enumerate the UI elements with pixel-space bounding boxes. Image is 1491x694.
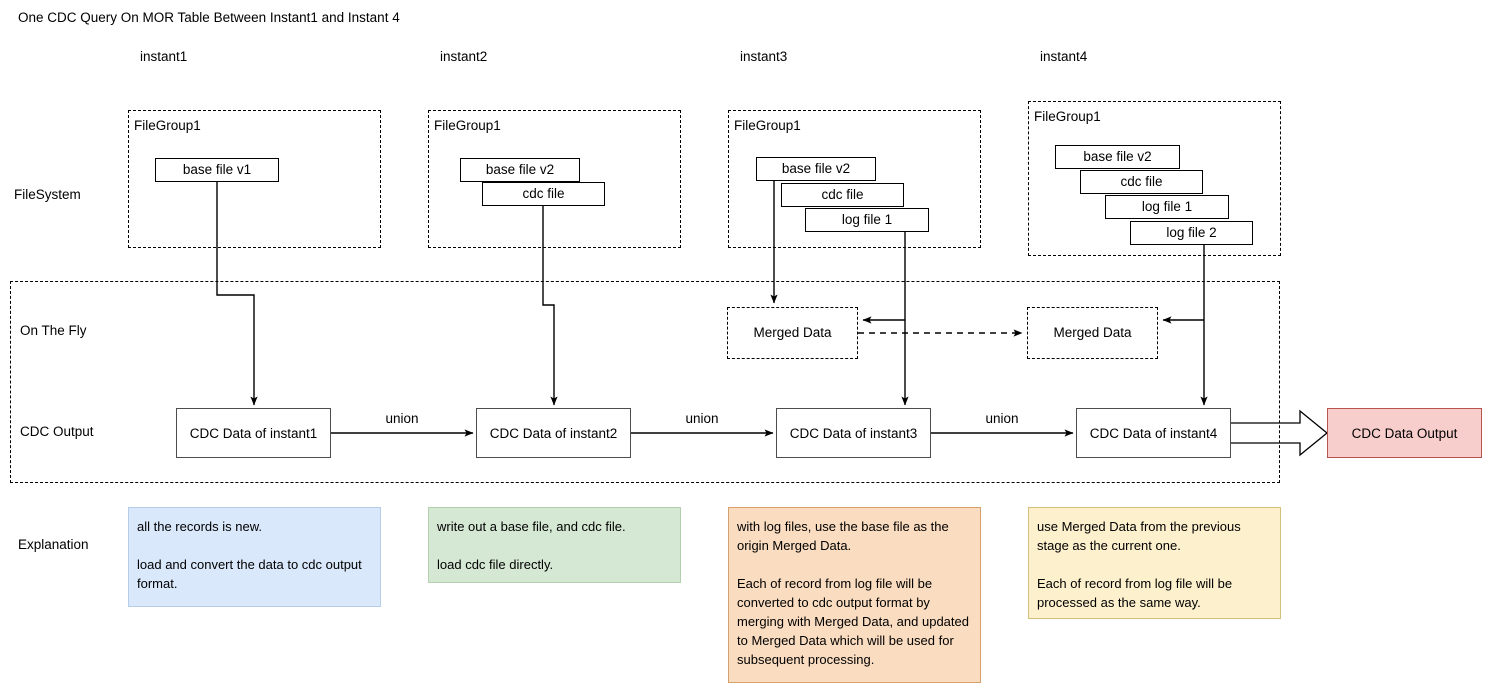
cdc-data-instant4: CDC Data of instant4 bbox=[1076, 408, 1231, 458]
filegroup-title: FileGroup1 bbox=[1034, 109, 1101, 124]
column-header-instant2: instant2 bbox=[440, 49, 488, 64]
explanation-note-instant3: with log files, use the base file as the… bbox=[728, 507, 981, 683]
column-header-instant4: instant4 bbox=[1040, 49, 1088, 64]
filegroup-title: FileGroup1 bbox=[734, 118, 801, 133]
file-box-base-file-v2: base file v2 bbox=[460, 158, 580, 182]
file-box-base-file-v2: base file v2 bbox=[1055, 145, 1180, 169]
merged-data-instant4: Merged Data bbox=[1027, 307, 1158, 359]
filegroup-instant4: FileGroup1 bbox=[1028, 101, 1281, 256]
explanation-note-instant1: all the records is new. load and convert… bbox=[128, 507, 381, 607]
union-label-1: union bbox=[366, 411, 438, 427]
row-label-cdc-output: CDC Output bbox=[20, 424, 94, 439]
processing-band bbox=[10, 281, 1280, 483]
file-box-log-file-2: log file 2 bbox=[1130, 221, 1253, 245]
page-title: One CDC Query On MOR Table Between Insta… bbox=[18, 10, 400, 25]
merged-data-instant3: Merged Data bbox=[727, 307, 858, 359]
filegroup-instant1: FileGroup1 bbox=[128, 110, 381, 248]
file-box-log-file-1: log file 1 bbox=[805, 208, 929, 232]
union-label-2: union bbox=[666, 411, 738, 427]
explanation-note-instant2: write out a base file, and cdc file. loa… bbox=[428, 507, 681, 583]
filegroup-instant2: FileGroup1 bbox=[428, 110, 681, 248]
cdc-data-instant2: CDC Data of instant2 bbox=[476, 408, 631, 458]
file-box-base-file-v2: base file v2 bbox=[756, 157, 876, 181]
column-header-instant3: instant3 bbox=[740, 49, 788, 64]
explanation-note-instant4: use Merged Data from the previous stage … bbox=[1028, 507, 1281, 619]
row-label-explanation: Explanation bbox=[18, 537, 89, 552]
file-box-base-file-v1: base file v1 bbox=[155, 158, 279, 182]
row-label-on-the-fly: On The Fly bbox=[20, 323, 87, 338]
file-box-cdc-file: cdc file bbox=[1080, 170, 1203, 194]
file-box-log-file-1: log file 1 bbox=[1105, 195, 1229, 219]
cdc-data-output-box: CDC Data Output bbox=[1327, 408, 1482, 458]
filegroup-instant3: FileGroup1 bbox=[728, 110, 981, 248]
file-box-cdc-file: cdc file bbox=[781, 183, 904, 207]
filegroup-title: FileGroup1 bbox=[134, 118, 201, 133]
cdc-data-instant3: CDC Data of instant3 bbox=[776, 408, 931, 458]
row-label-filesystem: FileSystem bbox=[14, 187, 81, 202]
union-label-3: union bbox=[966, 411, 1038, 427]
column-header-instant1: instant1 bbox=[140, 49, 188, 64]
filegroup-title: FileGroup1 bbox=[434, 118, 501, 133]
cdc-data-instant1: CDC Data of instant1 bbox=[176, 408, 331, 458]
file-box-cdc-file: cdc file bbox=[482, 182, 605, 206]
